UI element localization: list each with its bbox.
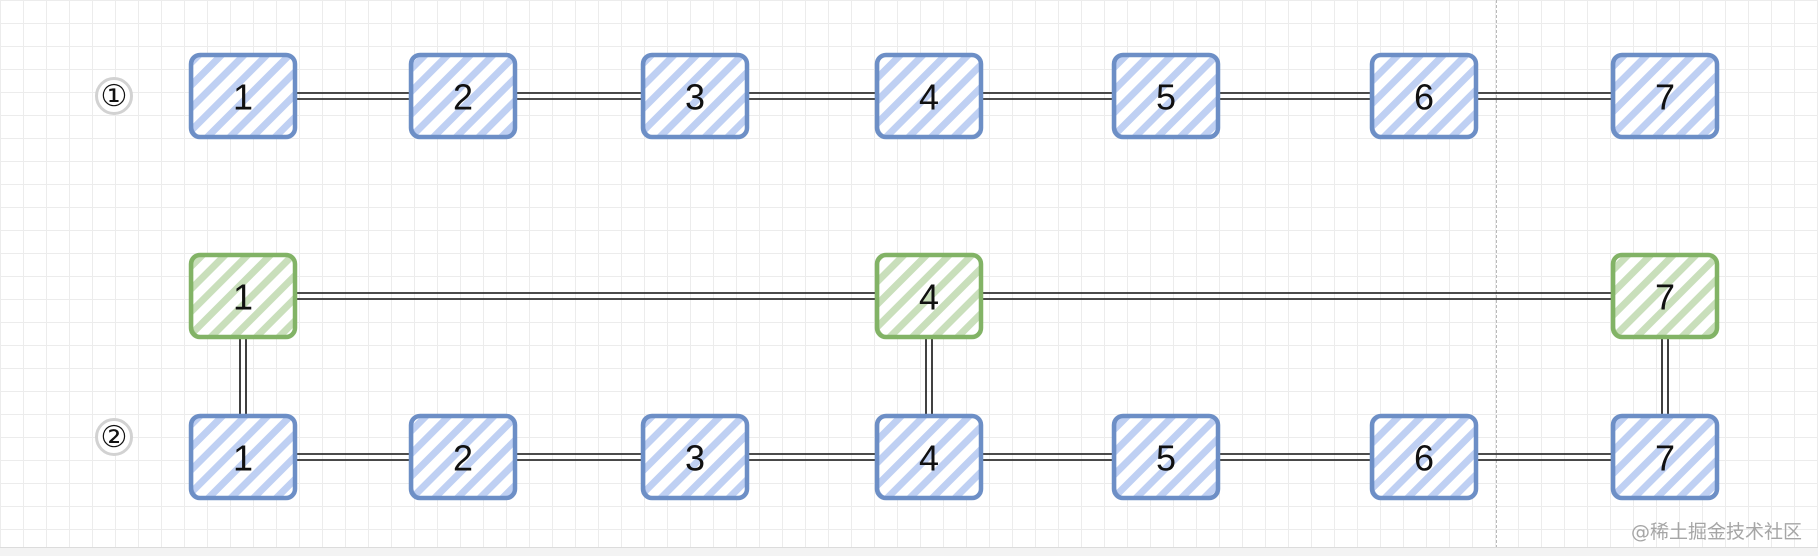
node-label: 3: [685, 77, 705, 118]
node-label: 2: [453, 438, 473, 479]
node-label: 1: [233, 438, 253, 479]
node-row3-4: 4: [874, 413, 984, 501]
node-label: 4: [919, 438, 939, 479]
node-row3-6: 6: [1369, 413, 1479, 501]
row-2-label: ②: [95, 418, 133, 456]
node-row1-4: 4: [874, 52, 984, 140]
connector-row3-5-6: [1216, 453, 1374, 461]
node-row3-3: 3: [640, 413, 750, 501]
node-row1-5: 5: [1111, 52, 1221, 140]
connector-row1-6-7: [1474, 92, 1615, 100]
node-label: 3: [685, 438, 705, 479]
vertical-connector-1: [239, 335, 247, 418]
nodes-layer: 1 2 3 4 5 6 7 1 4 7 1 2 3 4 5 6 7: [188, 52, 1720, 501]
node-label: 5: [1156, 77, 1176, 118]
connector-row3-4-5: [979, 453, 1116, 461]
row-1-label: ①: [95, 77, 133, 115]
connector-row1-2-3: [513, 92, 645, 100]
connector-row2-1-4: [293, 292, 879, 300]
node-label: 7: [1655, 77, 1675, 118]
vertical-connector-4: [925, 335, 933, 418]
node-row2-7: 7: [1610, 252, 1720, 340]
node-label: 7: [1655, 277, 1675, 318]
node-label: 4: [919, 277, 939, 318]
node-row1-3: 3: [640, 52, 750, 140]
node-label: 7: [1655, 438, 1675, 479]
node-row3-7: 7: [1610, 413, 1720, 501]
node-label: 6: [1414, 77, 1434, 118]
connector-row3-1-2: [293, 453, 413, 461]
connector-row2-4-7: [979, 292, 1615, 300]
node-label: 1: [233, 277, 253, 318]
connector-row3-2-3: [513, 453, 645, 461]
node-row3-5: 5: [1111, 413, 1221, 501]
node-label: 1: [233, 77, 253, 118]
node-row3-1: 1: [188, 413, 298, 501]
connector-row3-6-7: [1474, 453, 1615, 461]
connector-row1-4-5: [979, 92, 1116, 100]
node-row2-1: 1: [188, 252, 298, 340]
node-row3-2: 2: [408, 413, 518, 501]
connector-row1-3-4: [745, 92, 879, 100]
node-label: 4: [919, 77, 939, 118]
watermark: @稀土掘金技术社区: [1630, 521, 1802, 543]
dashed-guide-line: [1496, 0, 1497, 548]
node-label: 5: [1156, 438, 1176, 479]
connector-row1-5-6: [1216, 92, 1374, 100]
node-row1-6: 6: [1369, 52, 1479, 140]
connector-row1-1-2: [293, 92, 413, 100]
connectors-layer: [239, 92, 1669, 461]
node-label: 2: [453, 77, 473, 118]
bottom-scrollbar[interactable]: [0, 547, 1818, 556]
node-row1-1: 1: [188, 52, 298, 140]
vertical-connector-7: [1661, 335, 1669, 418]
node-row1-2: 2: [408, 52, 518, 140]
node-row2-4: 4: [874, 252, 984, 340]
node-label: 6: [1414, 438, 1434, 479]
node-row1-7: 7: [1610, 52, 1720, 140]
connector-row3-3-4: [745, 453, 879, 461]
